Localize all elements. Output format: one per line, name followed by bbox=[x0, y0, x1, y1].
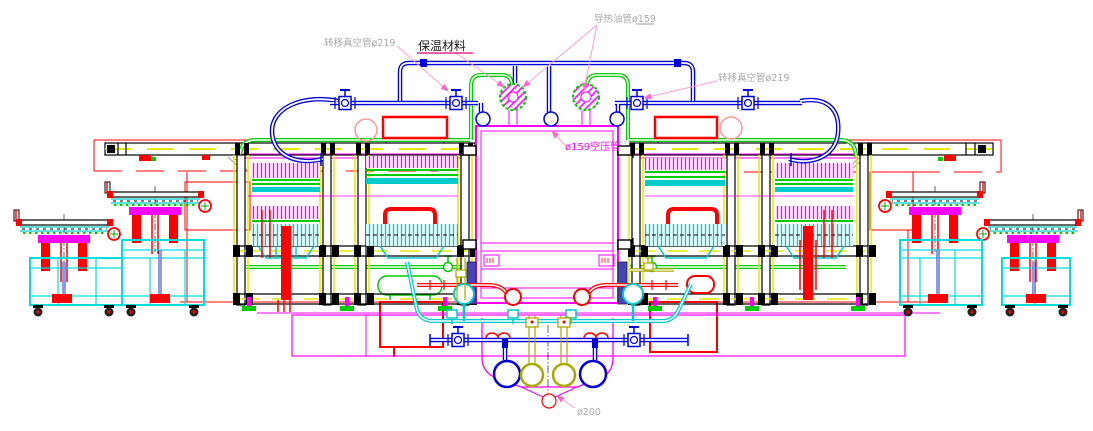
label-thermal-oil-pipe: 导热油管ø159 bbox=[594, 13, 656, 25]
bottom-frame-magenta bbox=[257, 312, 940, 357]
red-piping-bottom bbox=[417, 275, 715, 339]
press-top-red-box bbox=[653, 115, 719, 140]
vacuum-chamber bbox=[460, 125, 634, 305]
leader-lines bbox=[396, 24, 718, 409]
red-heater-loop bbox=[383, 207, 437, 232]
cart-right bbox=[899, 239, 1071, 317]
label-air-compression-pipe: ø159空压管 bbox=[565, 140, 620, 153]
chamber-side-flanges bbox=[462, 145, 632, 250]
label-insulation-material: 保温材料 bbox=[418, 39, 466, 53]
annotations: 转移真空管ø219 保温材料 导热油管ø159 转移真空管ø219 ø159空压… bbox=[324, 13, 789, 418]
pink-dome-circle bbox=[354, 118, 378, 142]
olive-pot bbox=[551, 362, 577, 388]
red-heater-loop bbox=[666, 207, 719, 232]
olive-piping bbox=[455, 257, 674, 364]
drain-manifold bbox=[447, 326, 645, 389]
press-ram-column bbox=[281, 226, 291, 300]
insulated-pipe-sections bbox=[499, 83, 600, 126]
cyan-valve bbox=[446, 309, 577, 324]
press-feet bbox=[242, 297, 452, 311]
blue-pot bbox=[578, 359, 608, 389]
label-drain-pipe: ø200 bbox=[577, 407, 601, 418]
press-right bbox=[628, 115, 876, 311]
label-transfer-vacuum-right: 转移真空管ø219 bbox=[718, 72, 789, 84]
press-ram-column bbox=[803, 226, 813, 300]
blue-pot bbox=[492, 359, 522, 389]
press-top-red-box bbox=[381, 115, 449, 140]
condensate-tub bbox=[481, 318, 614, 409]
cooling-piping-cyan bbox=[405, 261, 693, 324]
cart-left bbox=[29, 239, 205, 317]
olive-pot bbox=[519, 362, 545, 388]
label-transfer-vacuum-left: 转移真空管ø219 bbox=[324, 37, 395, 49]
pink-dome-circle bbox=[719, 116, 743, 140]
drain-outlet-circle bbox=[541, 393, 557, 409]
press-feet bbox=[648, 297, 865, 311]
